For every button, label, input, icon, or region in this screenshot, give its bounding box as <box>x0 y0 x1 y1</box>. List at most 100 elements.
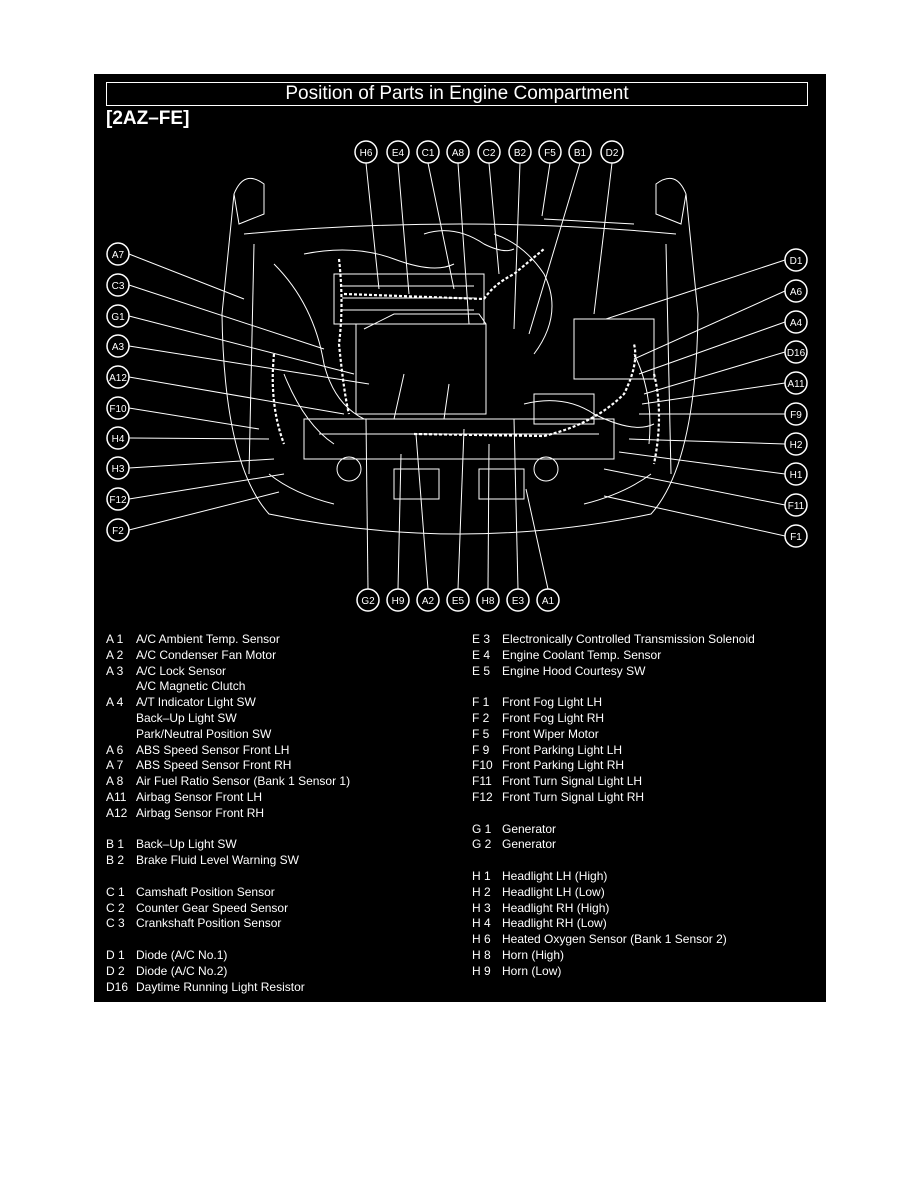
callout-circle <box>446 588 470 612</box>
callout-circle <box>784 371 808 395</box>
legend-code <box>106 711 136 727</box>
callout-code: A11 <box>787 379 804 390</box>
callout-a6: A6 <box>784 279 808 303</box>
legend-code: A 6 <box>106 742 124 757</box>
leader-line <box>513 418 519 590</box>
callout-code: D16 <box>787 348 806 359</box>
callout-circle <box>784 524 808 548</box>
leader-lines <box>128 162 786 590</box>
legend-code: H 3 <box>472 900 491 915</box>
legend-code: E 3 <box>472 632 491 646</box>
callout-code: A2 <box>422 596 435 607</box>
leader-line <box>397 162 410 295</box>
callout-circle <box>508 140 532 164</box>
callout-circle <box>446 140 470 164</box>
callout-circle <box>784 310 808 334</box>
legend-code <box>472 853 502 869</box>
leader-line <box>365 418 369 590</box>
callout-code: G1 <box>111 312 125 323</box>
leader-line <box>593 162 613 315</box>
callout-circle <box>506 588 530 612</box>
callout-circle <box>354 140 378 164</box>
legend-description: A/C Lock Sensor <box>136 663 227 678</box>
callout-code: F11 <box>788 501 805 512</box>
leader-line <box>397 453 402 590</box>
callout-code: H1 <box>790 470 803 481</box>
legend-code <box>472 806 502 822</box>
legend-description: Front Wiper Motor <box>502 726 599 741</box>
leader-line <box>541 162 551 217</box>
legend-code: H 8 <box>472 947 491 962</box>
legend-description: A/C Magnetic Clutch <box>136 679 246 694</box>
legend-code: F11 <box>472 774 492 789</box>
callout-code: E5 <box>452 596 465 607</box>
legend-code: F10 <box>472 758 493 773</box>
leader-line <box>638 321 786 375</box>
callout-code: H9 <box>392 596 405 607</box>
legend-description: Diode (A/C No.2) <box>136 963 228 978</box>
legend-description <box>136 822 446 838</box>
callout-f2: F2 <box>106 518 130 542</box>
legend-code: B 1 <box>106 837 125 852</box>
callout-a3: A3 <box>106 334 130 358</box>
callout-circle <box>386 588 410 612</box>
legend-code: A 2 <box>106 647 124 662</box>
callout-code: A1 <box>542 596 555 607</box>
legend-description <box>502 806 812 822</box>
page-title: Position of Parts in Engine Compartment <box>106 82 808 106</box>
legend-code: A 1 <box>106 632 124 646</box>
callout-circle <box>784 493 808 517</box>
legend-description: Generator <box>502 837 557 852</box>
callout-circle <box>106 365 130 389</box>
legend-description: Headlight RH (Low) <box>502 916 607 931</box>
callout-h8: H8 <box>476 588 500 612</box>
callout-code: E3 <box>512 596 525 607</box>
legend-description: Headlight LH (Low) <box>502 884 605 899</box>
legend-code <box>472 679 502 695</box>
callout-code: D2 <box>606 148 619 159</box>
callout-circle <box>386 140 410 164</box>
callout-b1: B1 <box>568 140 592 164</box>
leader-line <box>128 284 325 350</box>
callout-code: A8 <box>452 148 465 159</box>
callout-code: B2 <box>514 148 527 159</box>
leader-line <box>128 458 275 469</box>
callout-a12: A12 <box>106 365 130 389</box>
legend-description: A/C Ambient Temp. Sensor <box>136 632 280 646</box>
leader-line <box>427 162 455 290</box>
legend-description: Front Fog Light LH <box>502 695 603 710</box>
callout-h4: H4 <box>106 426 130 450</box>
legend-row <box>106 932 446 948</box>
legend-row <box>472 853 812 869</box>
legend-code <box>106 869 136 885</box>
callout-code: F9 <box>790 410 802 421</box>
legend-code <box>106 932 136 948</box>
callout-circle <box>106 487 130 511</box>
legend-code: H 9 <box>472 963 491 978</box>
legend-code: D 1 <box>106 947 125 962</box>
legend-description: Front Fog Light RH <box>502 710 605 725</box>
legend-row: A 1 A/C Ambient Temp. Sensor <box>106 632 446 648</box>
legend-code: A11 <box>106 789 127 804</box>
callout-circle <box>600 140 624 164</box>
leader-line <box>513 162 521 330</box>
legend-description: Park/Neutral Position SW <box>136 726 272 741</box>
callout-circle <box>784 462 808 486</box>
leader-line <box>128 345 370 385</box>
leader-line <box>128 253 245 300</box>
legend-description: Counter Gear Speed Sensor <box>136 900 289 915</box>
legend-code: D16 <box>106 979 129 994</box>
legend-description: ABS Speed Sensor Front RH <box>136 758 292 773</box>
callout-code: A12 <box>109 373 127 384</box>
